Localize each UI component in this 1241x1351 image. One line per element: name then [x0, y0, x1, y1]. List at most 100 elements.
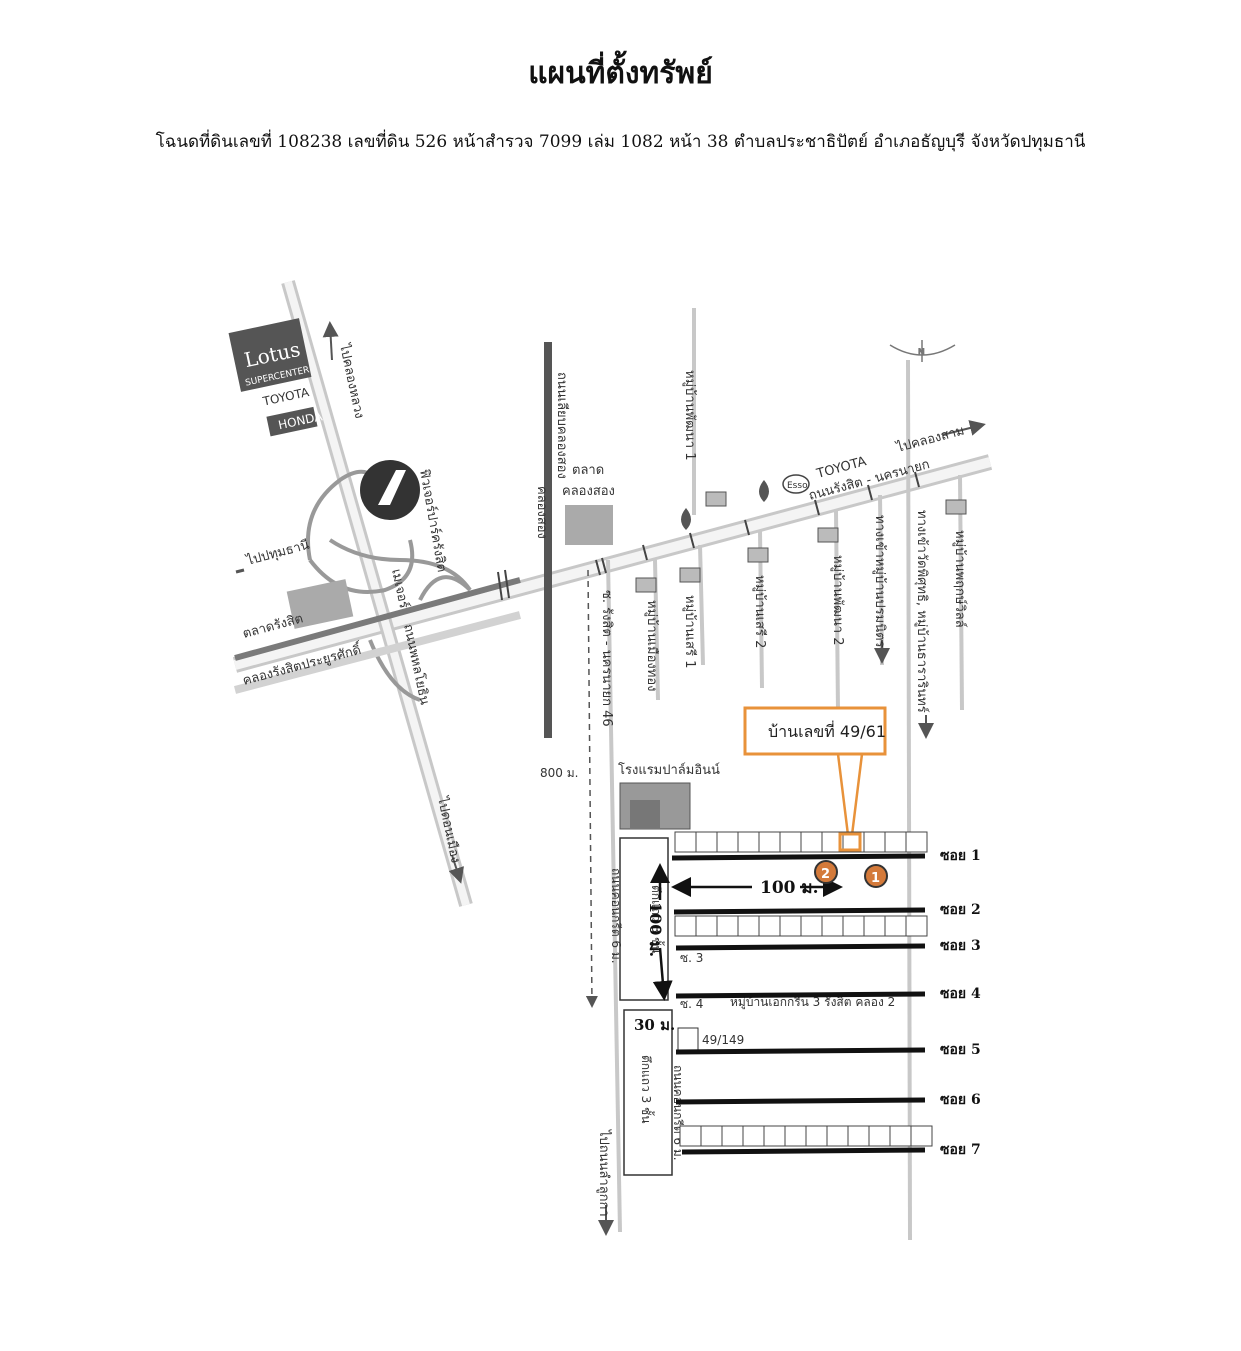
shophouse-block-2: ตึกแถว 3 ชั้น: [623, 1009, 673, 1176]
label-to-klong-luang: ไปคลองหลวง: [336, 342, 368, 420]
label-soi-3-short: ซ. 3: [680, 951, 703, 965]
svg-text:N: N: [918, 348, 925, 358]
soi-line-4: [675, 991, 926, 999]
distance-100m-vertical: 100 ม.: [646, 863, 673, 1001]
house-unit: [716, 831, 739, 853]
house-unit: [842, 915, 865, 937]
soi-label-2: ซอย 2: [940, 902, 981, 918]
soi-label-1: ซอย 1: [940, 848, 981, 864]
house-unit: [905, 915, 928, 937]
honda-logo: HONDA: [266, 406, 324, 437]
label-to-lam-luk-ka: ไปถนนลำลูกกา: [596, 1129, 612, 1217]
label-village-7: ทางเข้าวัดพิศุทธิ, หมู่บ้านธารารินทร์: [914, 510, 930, 713]
label-soi-46: ซ. รังสิต - นครนายก 46: [599, 590, 614, 727]
label-market-place: คลองสอง: [562, 484, 615, 499]
house-unit: [784, 1125, 807, 1147]
svg-text:บ้านเลขที่ 49/61: บ้านเลขที่ 49/61: [768, 720, 886, 741]
label-village-5: หมู่บ้านพัฒนา 2: [830, 555, 845, 645]
house-unit: [826, 1125, 849, 1147]
house-unit: [758, 831, 781, 853]
label-hotel: โรงแรมปาล์มอินน์: [618, 762, 720, 778]
soi-label-3: ซอย 3: [940, 938, 981, 954]
label-village-6: ทางเข้าหมู่บ้านปรมนิตร: [872, 515, 887, 648]
svg-text:TOYOTA: TOYOTA: [261, 385, 311, 409]
house-unit: [868, 1125, 891, 1147]
house-unit: [889, 1125, 912, 1147]
house-unit: [847, 1125, 870, 1147]
lotus-logo: Lotus SUPERCENTER: [228, 318, 312, 392]
label-soi-4-short: ซ. 4: [680, 997, 703, 1011]
house-unit: [884, 831, 907, 853]
house-unit: [700, 1125, 723, 1147]
label-klong-song-canal: คลองสอง: [534, 486, 549, 539]
phahonyothin-road: [281, 280, 473, 907]
label-village-1: หมู่บ้านเมืองทอง: [644, 600, 660, 691]
house-unit: [737, 915, 760, 937]
arrow-to-klong-sam: [941, 420, 986, 436]
soi-line-7: [681, 1147, 926, 1155]
label-market-rangsit: ตลาดรังสิต: [241, 611, 305, 641]
soi-label-5: ซอย 5: [940, 1042, 981, 1058]
house-unit: [800, 915, 823, 937]
label-30m: 30 ม.: [634, 1016, 675, 1034]
marker-1: 1: [864, 864, 888, 888]
soi-line-6: [675, 1097, 926, 1105]
svg-text:ฟิวเจอร์ปาร์ครังสิต: ฟิวเจอร์ปาร์ครังสิต: [416, 468, 450, 574]
distance-100m-horizontal: 100 ม.: [671, 877, 843, 898]
house-unit: [884, 915, 907, 937]
label-klong-song-road: ถนนเลียบคลองสอง: [554, 372, 570, 479]
north-compass: N: [889, 340, 956, 362]
label-village-8: หมู่บ้านพฤกษ์วิลล์: [952, 530, 968, 628]
arrow-to-klong-luang: [322, 321, 339, 361]
label-to-klong-sam: ไปคลองสาม: [894, 422, 966, 456]
arrow-to-pathum: [235, 568, 245, 574]
label-concrete-road-1: ถนนคอนกรีต 6 ม.: [609, 868, 623, 964]
house-unit: [742, 1125, 765, 1147]
house-unit: [695, 915, 718, 937]
soi-label-7: ซอย 7: [940, 1142, 981, 1158]
svg-text:Esso: Esso: [787, 481, 808, 491]
label-800m: 800 ม.: [540, 766, 578, 780]
toyota-logo-left: TOYOTA: [261, 385, 311, 409]
esso-logo: Esso: [782, 474, 810, 494]
svg-text:ตึกแถว 3 ชั้น: ตึกแถว 3 ชั้น: [649, 885, 665, 953]
svg-text:1: 1: [871, 871, 880, 886]
gas-station-icon: [681, 480, 769, 530]
house-unit: [800, 831, 823, 853]
house-unit: [779, 915, 802, 937]
soi-line-2: [673, 907, 926, 915]
soi-line-5: [675, 1047, 926, 1055]
svg-text:100 ม.: 100 ม.: [760, 878, 819, 898]
house-unit: [863, 831, 886, 853]
marker-2: 2: [814, 860, 838, 884]
soi-line-3: [675, 943, 926, 951]
distance-800-line: [585, 569, 598, 1008]
property-highlight: [838, 832, 862, 852]
deed-info: โฉนดที่ดินเลขที่ 108238 เลขที่ดิน 526 หน…: [155, 132, 1086, 152]
village-icons: [635, 491, 967, 593]
svg-text:2: 2: [821, 867, 830, 882]
canal-left: [234, 577, 521, 661]
house-unit: [716, 915, 739, 937]
house-unit: [674, 915, 697, 937]
house-49-149: [677, 1027, 699, 1051]
house-unit: [910, 1125, 933, 1147]
label-village-ekarin: หมู่บ้านเอกกรีน 3 รังสิต คลอง 2: [730, 995, 895, 1010]
house-unit: [805, 1125, 828, 1147]
house-unit: [905, 831, 928, 853]
label-market-word: ตลาด: [572, 463, 604, 478]
main-road-rangsit-nakhonnayok: [232, 454, 993, 673]
page-title: แผนที่ตั้งทรัพย์: [528, 56, 713, 91]
label-village-2: หมู่บ้านเสรี 1: [682, 595, 698, 668]
house-unit: [737, 831, 760, 853]
house-unit: [863, 915, 886, 937]
klong-song-market-image: [565, 505, 613, 545]
house-unit: [695, 831, 718, 853]
house-unit: [779, 831, 802, 853]
label-to-pathum: ไปปทุมธานี: [244, 537, 311, 569]
house-unit: [763, 1125, 786, 1147]
svg-text:100 ม.: 100 ม.: [646, 902, 665, 957]
house-unit: [821, 915, 844, 937]
house-unit: [679, 1125, 702, 1147]
